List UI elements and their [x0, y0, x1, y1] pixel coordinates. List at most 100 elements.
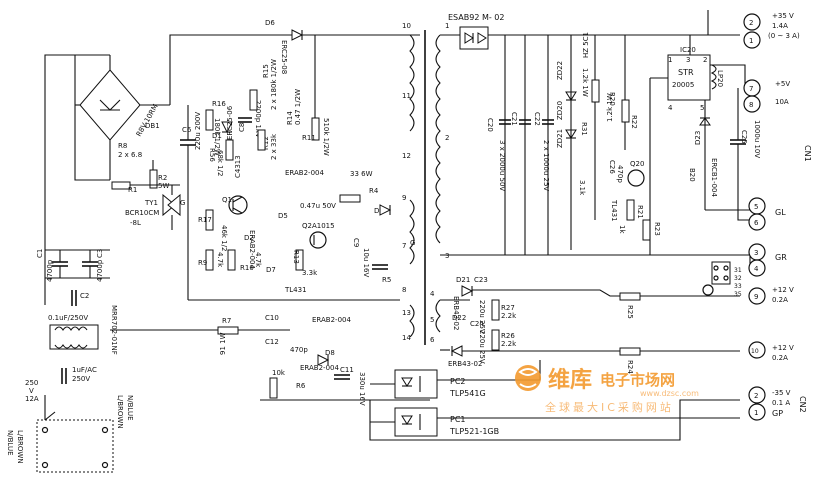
pin-33: 33 — [734, 283, 742, 290]
r13-value: 3.3k — [302, 269, 318, 277]
c24-value: 220u 25V — [478, 330, 486, 364]
c9-value: 10u 16V — [362, 248, 370, 277]
resistor-r27 — [491, 299, 500, 321]
winding-8: 8 — [402, 286, 406, 294]
bridge-rectifier-db1 — [79, 69, 141, 141]
d21-label: D21 — [456, 276, 470, 284]
cn2-label: CN2 — [798, 396, 807, 413]
resistor-r25 — [619, 292, 641, 301]
connector-pin-10: 10 — [748, 341, 766, 359]
nblue-label-1: N/BLUE — [126, 395, 134, 421]
main-transformer — [409, 30, 441, 345]
winding-1: 1 — [445, 22, 449, 30]
winding-10: 10 — [402, 22, 411, 30]
out5-voltage: -35 V — [772, 389, 791, 397]
cap-250v-label: 250V — [72, 375, 90, 383]
resistor-r15 — [249, 89, 258, 111]
nblue-label-2: N/BLUE — [6, 430, 14, 456]
cap-1uf-label: 1uF/AC — [72, 366, 97, 374]
gp-label: GP — [772, 409, 783, 418]
winding-12: 12 — [402, 152, 411, 160]
c23-value: 220u 25V — [478, 300, 486, 334]
connector-pin-5: 5 — [748, 197, 766, 215]
connector-b — [702, 284, 714, 296]
r4-value: 33 6W — [350, 170, 373, 178]
diode-d6 — [291, 29, 304, 41]
c6-label: C6 — [182, 126, 192, 134]
tl431b-label: TL431 — [610, 199, 618, 222]
transistor-q20 — [627, 169, 645, 187]
winding-4: 4 — [430, 290, 435, 298]
svg-text:6: 6 — [754, 219, 759, 227]
c9-label: C9 — [352, 238, 360, 247]
r2-label: R2 — [158, 174, 167, 182]
svg-text:5: 5 — [754, 203, 758, 211]
db1-label: DB1 — [145, 122, 160, 130]
capacitor-c8 — [238, 117, 252, 123]
d6-part: ERC25-08 — [280, 40, 288, 74]
r27-value: 2.2k — [501, 312, 517, 320]
svg-text:2: 2 — [749, 19, 753, 27]
r8-value: 2 x 6.8 — [118, 151, 142, 159]
ty1-label: TY1 — [144, 199, 158, 207]
capacitor-c2 — [71, 290, 77, 306]
resistor-r20 — [591, 79, 600, 103]
c8-value: 2200p 1kV — [254, 100, 262, 138]
gl-label: GL — [775, 208, 786, 217]
r6-label: R6 — [296, 382, 306, 390]
erab2-004-label: ERAB2-004 — [248, 230, 256, 269]
capacitor-c11 — [334, 374, 350, 380]
pin-32: 32 — [734, 275, 742, 282]
c1-label: C1 — [36, 249, 44, 258]
out1-current: 1.4A — [772, 22, 788, 30]
out1-voltage: +35 V — [772, 12, 794, 20]
d22-label: D22 — [452, 314, 466, 322]
c11-label: C11 — [340, 366, 354, 374]
r25-label: R25 — [626, 305, 634, 319]
erab2-004b-label: ERAB2-004 — [300, 364, 339, 372]
c22-label: C22 — [533, 112, 541, 126]
r9-value: 4.7k — [216, 252, 224, 268]
r14-label: R14 — [286, 111, 294, 125]
transistor-q1 — [228, 195, 248, 215]
optocoupler-pc2 — [394, 369, 438, 399]
zd22-label: ZD22 — [556, 61, 564, 80]
connector-pin-c2-1: 1 — [748, 403, 766, 421]
c21-label: C21 — [510, 112, 518, 126]
winding-3: 3 — [445, 252, 449, 260]
inductor-lp20 — [710, 64, 717, 90]
r31-value: 3.1k — [578, 180, 586, 196]
r56-value: 68k 1/2 — [216, 150, 224, 176]
svg-text:4: 4 — [754, 265, 759, 273]
r6-value: 10k — [272, 369, 286, 377]
resistor-r6 — [269, 377, 278, 399]
ac-current: 12A — [25, 395, 39, 403]
out2-voltage: +5V — [775, 80, 790, 88]
ac-voltage-unit: V — [29, 387, 34, 395]
transistor-q2 — [309, 231, 327, 249]
c12-label: C12 — [265, 338, 279, 346]
aux-connector — [711, 261, 731, 285]
diode-d21 — [461, 285, 474, 297]
winding-2: 2 — [445, 134, 449, 142]
capacitor-1uf — [61, 368, 67, 384]
d23-label: D23 — [694, 131, 702, 145]
pin-3: 3 — [686, 56, 690, 64]
winding-14: 14 — [402, 334, 411, 342]
resistor-r56 — [225, 139, 234, 161]
out5-current: 0.1 A — [772, 399, 790, 407]
connector-pin-6: 6 — [748, 213, 766, 231]
resistor-r24 — [619, 347, 641, 356]
r26-value: 2.2k — [501, 340, 517, 348]
r21-value: 1k — [618, 225, 626, 234]
svg-text:7: 7 — [749, 85, 753, 93]
str-label: STR — [678, 68, 694, 77]
c11-value: 330u 16V — [358, 372, 366, 406]
r11-value: 510k 1/2W — [322, 118, 330, 156]
lp20-label: LP20 — [716, 70, 724, 87]
cn1-label: CN1 — [803, 145, 812, 162]
r26-label: R26 — [501, 332, 515, 340]
c25-value: 1000u 10V — [753, 120, 761, 158]
connector-pin-2: 2 — [743, 13, 761, 31]
